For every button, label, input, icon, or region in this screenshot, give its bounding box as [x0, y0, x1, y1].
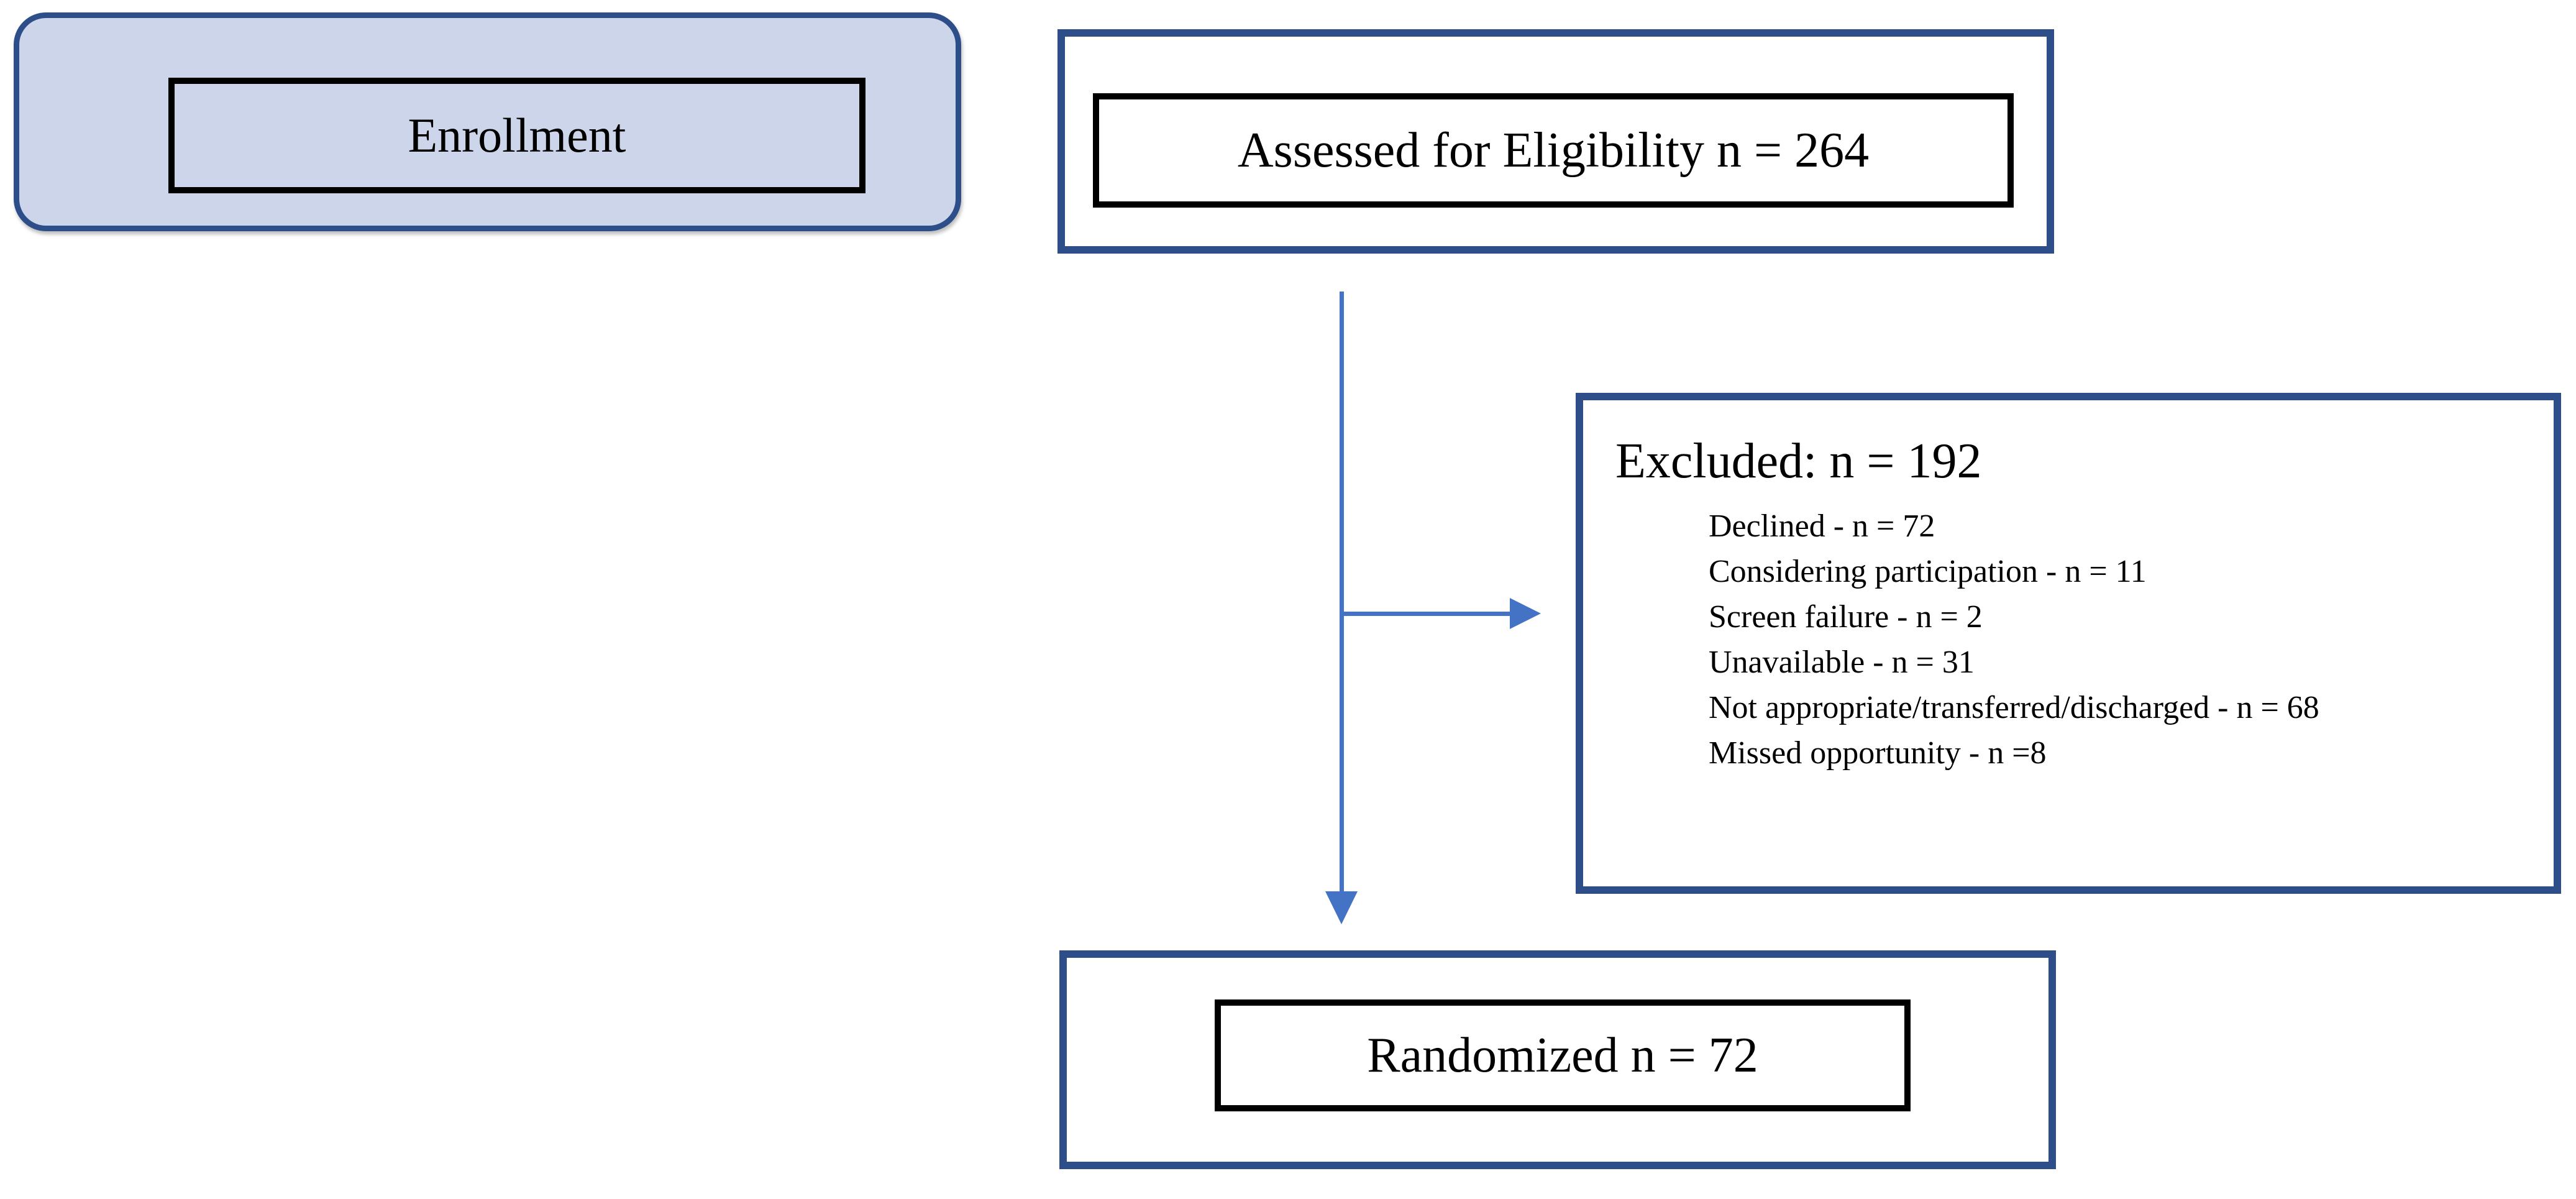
- assessed-inner-box: Assessed for Eligibility n = 264: [1093, 93, 2014, 208]
- excluded-list: Declined - n = 72 Considering participat…: [1709, 503, 2535, 776]
- randomized-label: Randomized n = 72: [1367, 1027, 1758, 1083]
- excluded-item: Missed opportunity - n =8: [1709, 735, 2047, 771]
- assessed-eligibility-box: Assessed for Eligibility n = 264: [1057, 29, 2054, 254]
- assessed-label: Assessed for Eligibility n = 264: [1237, 122, 1870, 178]
- excluded-item: Declined - n = 72: [1709, 508, 1935, 544]
- excluded-title: Excluded: n = 192: [1615, 434, 1982, 489]
- enrollment-stage-box: Enrollment: [14, 12, 961, 231]
- randomized-inner-box: Randomized n = 72: [1215, 999, 1911, 1111]
- excluded-item: Not appropriate/transferred/discharged -…: [1709, 690, 2319, 725]
- excluded-item: Unavailable - n = 31: [1709, 645, 1975, 680]
- excluded-item: Considering participation - n = 11: [1709, 554, 2147, 589]
- excluded-box: Excluded: n = 192 Declined - n = 72 Cons…: [1576, 393, 2561, 894]
- vertical-connector-line: [1340, 292, 1344, 893]
- enrollment-label: Enrollment: [408, 108, 626, 162]
- horizontal-connector-line: [1340, 612, 1511, 616]
- randomized-box: Randomized n = 72: [1059, 950, 2056, 1169]
- excluded-item: Screen failure - n = 2: [1709, 599, 1983, 635]
- down-arrowhead-icon: [1325, 891, 1358, 924]
- enrollment-inner-box: Enrollment: [168, 78, 866, 193]
- right-arrowhead-icon: [1510, 598, 1541, 629]
